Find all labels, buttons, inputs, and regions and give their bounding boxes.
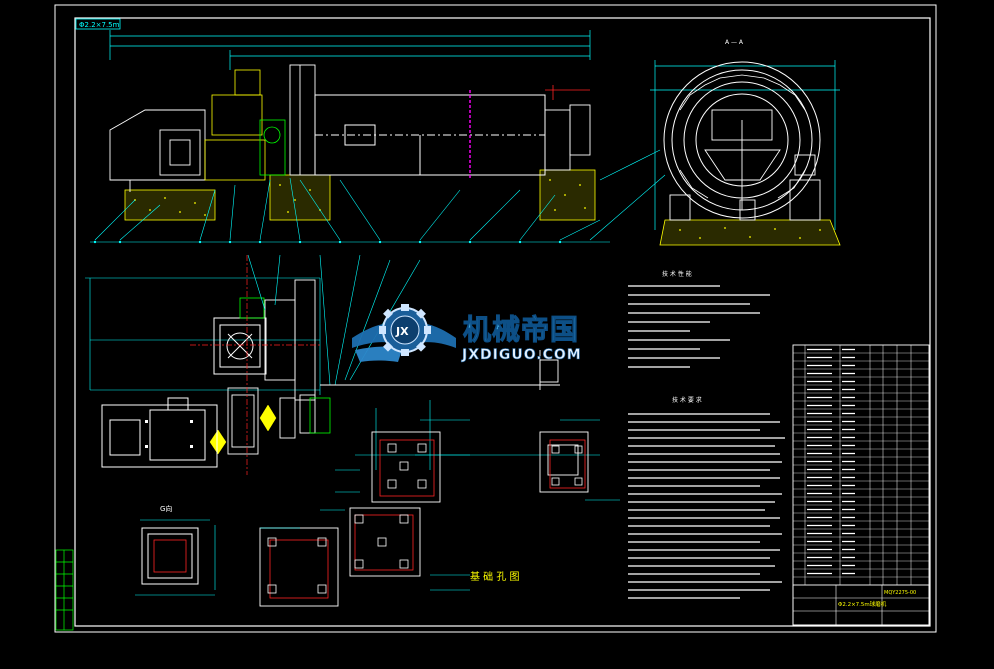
- title-block-drawing-no: MQY2275-00: [884, 590, 916, 596]
- tech-performance-block: 技 术 性 能: [628, 270, 770, 368]
- tech-performance-title: 技 术 性 能: [662, 270, 692, 278]
- logo-letters: JX: [395, 325, 409, 338]
- tech-requirements-block: 技 术 要 求: [628, 396, 785, 599]
- tech-requirements-title: 技 术 要 求: [672, 396, 702, 404]
- section-mark-label: A — A: [725, 39, 744, 46]
- drawing-frame: [54, 4, 937, 633]
- parts-list-table: [792, 344, 930, 626]
- plan-view: [85, 254, 560, 475]
- top-left-tag: Φ2.2×7.5m: [75, 18, 121, 30]
- foundation-title: 基 础 孔 图: [470, 570, 520, 583]
- watermark-logo: JX 机械帝国 JXDIGUO.COM: [352, 304, 582, 363]
- top-left-tag-text: Φ2.2×7.5m: [79, 21, 120, 29]
- title-block-name: Φ2.2×7.5m球磨机: [838, 600, 887, 608]
- watermark-url: JXDIGUO.COM: [461, 347, 582, 363]
- revision-strip: [55, 549, 74, 631]
- mill-elevation-view: [90, 30, 610, 244]
- foundation-hatching: [124, 169, 596, 221]
- g-view-label: G向: [160, 504, 172, 513]
- gear-logo-icon: JX: [379, 304, 431, 356]
- title-block: Φ2.2×7.5m球磨机 MQY2275-00: [792, 584, 930, 626]
- watermark-title: 机械帝国: [463, 313, 579, 346]
- g-view: G向: [135, 504, 216, 596]
- section-a-a-view: A — A: [589, 39, 841, 246]
- mill-cylinder: [314, 94, 546, 176]
- foundation-hole-plan: 基 础 孔 图: [259, 400, 620, 607]
